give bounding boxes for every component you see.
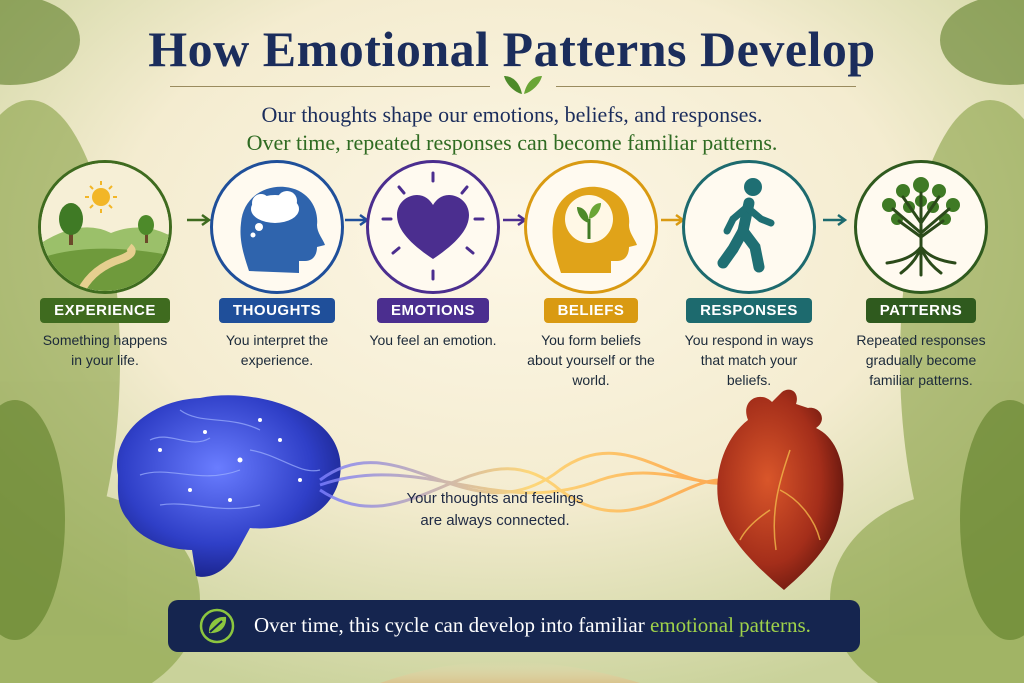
step-description: Something happens in your life. [42, 332, 168, 368]
head-thought-bubble-icon [240, 186, 325, 273]
step-circle [366, 160, 500, 294]
step-description: You respond in ways that match your beli… [684, 332, 814, 388]
step-thoughts: THOUGHTS You interpret the experience. [202, 160, 352, 370]
walking-person-icon [717, 178, 775, 273]
banner-text: Over time, this cycle can develop into f… [254, 613, 811, 638]
step-description: Repeated responses gradually become fami… [856, 332, 986, 388]
page-title: How Emotional Patterns Develop [148, 21, 876, 77]
heart-organ-icon [717, 389, 844, 590]
step-label: BELIEFS [543, 298, 639, 323]
brain-icon [116, 395, 341, 577]
banner-text-main: Over time, this cycle can develop into f… [254, 613, 650, 637]
step-circle [682, 160, 816, 294]
title-divider-right [556, 86, 856, 87]
title-divider-left [170, 86, 490, 87]
step-circle [524, 160, 658, 294]
arrow-right-icon [187, 213, 212, 227]
summary-banner: Over time, this cycle can develop into f… [168, 600, 860, 652]
head-sprout-icon [552, 186, 637, 273]
step-label: PATTERNS [865, 298, 977, 323]
step-description: You feel an emotion. [369, 332, 497, 348]
subtitle-line-2: Over time, repeated responses can become… [246, 130, 778, 155]
step-label: EXPERIENCE [40, 298, 170, 323]
step-circle [854, 160, 988, 294]
step-label: THOUGHTS [218, 298, 336, 323]
subtitle-line-1: Our thoughts shape our emotions, beliefs… [261, 102, 763, 127]
banner-highlight: emotional patterns. [649, 613, 811, 637]
arrow-right-icon [823, 213, 848, 227]
step-patterns: PATTERNS Repeated responses gradually be… [846, 160, 996, 390]
tree-icon [882, 177, 960, 277]
brain-heart-illustration [116, 389, 844, 590]
step-label: RESPONSES [686, 298, 812, 323]
step-responses: RESPONSES You respond in ways that match… [674, 160, 824, 390]
step-emotions: EMOTIONS You feel an emotion. [358, 160, 508, 350]
step-description: You interpret the experience. [225, 332, 329, 368]
step-description: You form beliefs about yourself or the w… [527, 332, 655, 388]
step-circle [210, 160, 344, 294]
step-circle [38, 160, 172, 294]
leaf-check-icon [199, 608, 235, 644]
leaves-icon [504, 76, 542, 94]
connection-text: Your thoughts and feelings are always co… [406, 490, 584, 529]
step-beliefs: BELIEFS You form beliefs about yourself … [516, 160, 666, 390]
step-label: EMOTIONS [376, 298, 489, 323]
landscape-icon [41, 163, 169, 291]
step-experience: EXPERIENCE Something happens in your lif… [30, 160, 180, 370]
heart-icon [381, 171, 485, 281]
